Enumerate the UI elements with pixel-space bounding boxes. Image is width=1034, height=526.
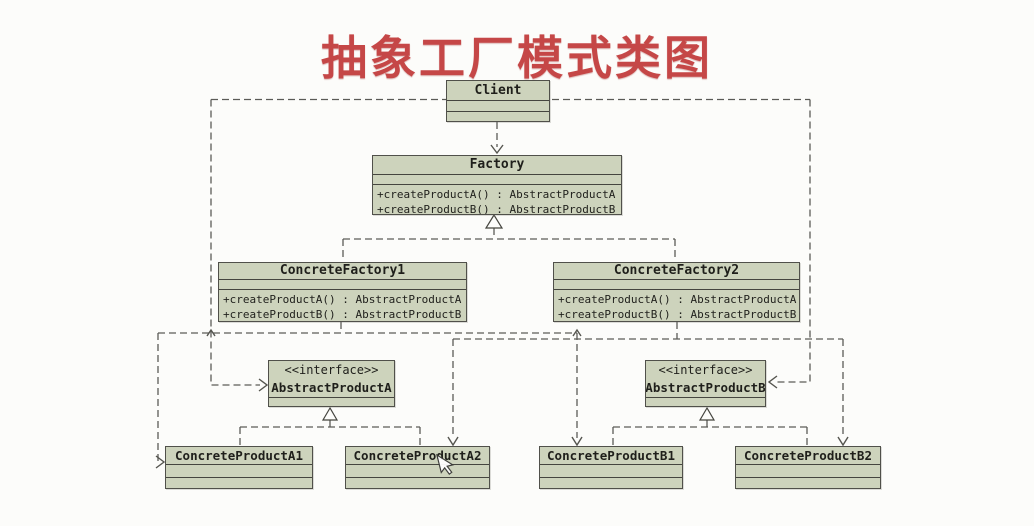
junction-arrow-mark-icon bbox=[206, 328, 216, 337]
realization-productB-line bbox=[612, 420, 808, 445]
hollow-triangle-icon bbox=[321, 406, 339, 421]
empty-compartment bbox=[736, 464, 880, 477]
class-title: Client bbox=[474, 82, 522, 98]
open-arrowhead-icon bbox=[837, 436, 849, 447]
class-title: ConcreteFactory1 bbox=[279, 263, 406, 278]
empty-compartment bbox=[447, 111, 549, 121]
class-concrete-factory1: ConcreteFactory1 +createProductA() : Abs… bbox=[218, 262, 467, 322]
hollow-triangle-icon bbox=[698, 406, 716, 421]
methods-compartment: +createProductA() : AbstractProductA +cr… bbox=[373, 184, 621, 214]
interface-name: AbstractProductB bbox=[646, 380, 765, 395]
dependency-factory1-products-line bbox=[157, 322, 578, 463]
interface-abstract-productB: <<interface>> AbstractProductB bbox=[645, 360, 766, 407]
class-title: ConcreteProductA2 bbox=[353, 447, 482, 463]
class-title: ConcreteProductB1 bbox=[547, 447, 675, 463]
realization-productA-line bbox=[239, 420, 421, 445]
dependency-client-products-line bbox=[210, 98, 811, 386]
method: +createProductB() : AbstractProductB bbox=[558, 308, 797, 321]
empty-compartment bbox=[447, 100, 549, 111]
class-title: ConcreteFactory2 bbox=[613, 263, 740, 278]
hollow-triangle-icon bbox=[484, 213, 504, 229]
empty-compartment bbox=[736, 477, 880, 488]
class-concrete-productB2: ConcreteProductB2 bbox=[735, 446, 881, 489]
class-concrete-productA2: ConcreteProductA2 bbox=[345, 446, 490, 489]
empty-compartment bbox=[219, 279, 466, 289]
empty-compartment bbox=[166, 464, 312, 477]
method: +createProductA() : AbstractProductA bbox=[558, 293, 797, 306]
method: +createProductA() : AbstractProductA bbox=[223, 293, 462, 306]
empty-compartment bbox=[540, 477, 682, 488]
interface-title: <<interface>> AbstractProductB bbox=[646, 361, 765, 397]
empty-compartment bbox=[346, 477, 489, 488]
empty-compartment bbox=[540, 464, 682, 477]
open-arrowhead-icon bbox=[490, 144, 504, 155]
junction-arrow-mark-icon bbox=[572, 328, 582, 337]
class-client: Client bbox=[446, 80, 550, 122]
class-title: ConcreteProductA1 bbox=[175, 447, 303, 463]
interface-title: <<interface>> AbstractProductA bbox=[269, 361, 394, 397]
open-arrowhead-icon bbox=[571, 436, 583, 447]
methods-compartment: +createProductA() : AbstractProductA +cr… bbox=[219, 289, 466, 321]
method: +createProductB() : AbstractProductB bbox=[377, 203, 616, 214]
dependency-factory2-products-line bbox=[452, 322, 844, 438]
stereotype-label: <<interface>> bbox=[658, 363, 753, 377]
open-arrowhead-icon bbox=[767, 375, 778, 389]
empty-compartment bbox=[166, 477, 312, 488]
page-title: 抽象工厂模式类图 bbox=[321, 32, 713, 84]
method: +createProductA() : AbstractProductA bbox=[377, 188, 616, 201]
empty-compartment bbox=[554, 279, 799, 289]
class-title: ConcreteProductB2 bbox=[744, 447, 872, 463]
class-concrete-productB1: ConcreteProductB1 bbox=[539, 446, 683, 489]
open-arrowhead-icon bbox=[258, 378, 269, 392]
open-arrowhead-icon bbox=[155, 455, 166, 469]
interface-abstract-productA: <<interface>> AbstractProductA bbox=[268, 360, 395, 407]
empty-compartment bbox=[646, 397, 765, 406]
methods-compartment: +createProductA() : AbstractProductA +cr… bbox=[554, 289, 799, 321]
class-factory: Factory +createProductA() : AbstractProd… bbox=[372, 155, 622, 215]
class-concrete-factory2: ConcreteFactory2 +createProductA() : Abs… bbox=[553, 262, 800, 322]
mouse-cursor-icon bbox=[435, 453, 455, 476]
empty-compartment bbox=[346, 464, 489, 477]
class-title: Factory bbox=[469, 157, 525, 172]
realization-factories-line bbox=[342, 228, 676, 261]
class-concrete-productA1: ConcreteProductA1 bbox=[165, 446, 313, 489]
interface-name: AbstractProductA bbox=[271, 380, 392, 395]
open-arrowhead-icon bbox=[447, 436, 459, 447]
method: +createProductB() : AbstractProductB bbox=[223, 308, 462, 321]
stereotype-label: <<interface>> bbox=[284, 363, 379, 377]
empty-compartment bbox=[269, 397, 394, 406]
empty-compartment bbox=[373, 174, 621, 184]
